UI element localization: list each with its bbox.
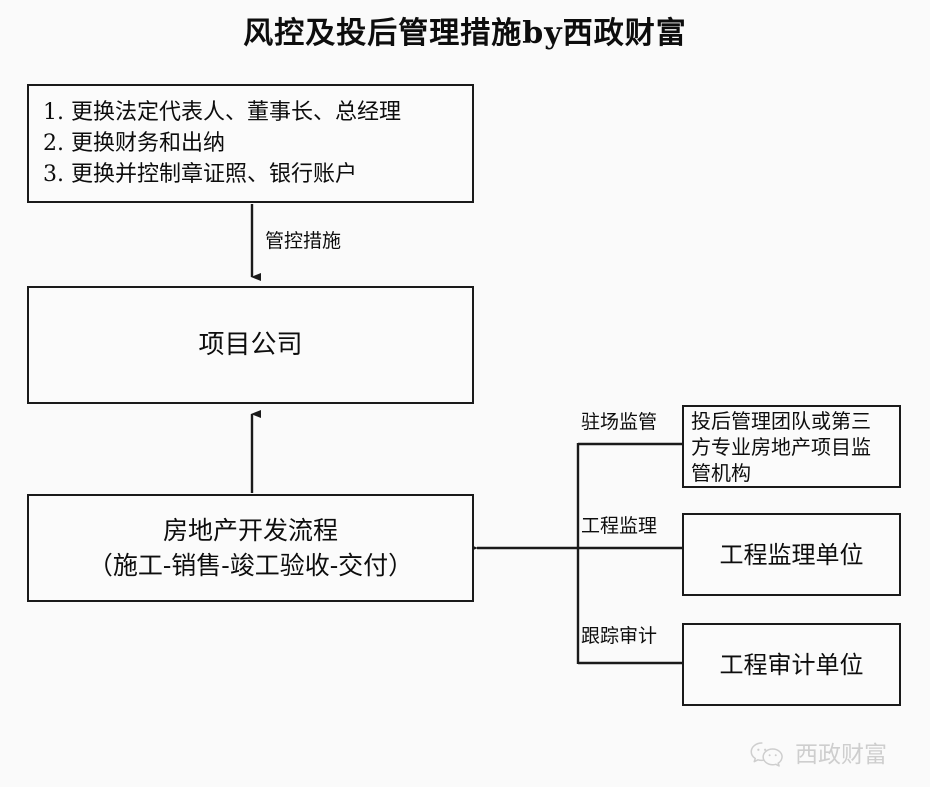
node-engineering-audit-unit[interactable]: 工程审计单位 [682, 623, 901, 706]
page-title: 风控及投后管理措施by西政财富 [243, 16, 687, 51]
edge-label-control-measures: 管控措施 [265, 230, 342, 252]
post-investment-team-line-3: 管机构 [691, 460, 751, 485]
measure-item-3: 3. 更换并控制章证照、银行账户 [43, 162, 357, 187]
engineering-audit-unit-label: 工程审计单位 [719, 650, 864, 679]
edge-label-engineering-supervision: 工程监理 [581, 515, 658, 537]
node-post-investment-team[interactable]: 投后管理团队或第三 方专业房地产项目监 管机构 [682, 405, 901, 488]
node-engineering-supervision-unit[interactable]: 工程监理单位 [682, 513, 901, 596]
node-project-company[interactable]: 项目公司 [27, 286, 474, 404]
development-flow-line-2: （施工-销售-竣工验收-交付） [87, 551, 414, 580]
development-flow-line-1: 房地产开发流程 [162, 516, 338, 545]
node-control-measures[interactable]: 1. 更换法定代表人、董事长、总经理 2. 更换财务和出纳 3. 更换并控制章证… [27, 84, 474, 203]
measure-item-1: 1. 更换法定代表人、董事长、总经理 [43, 100, 401, 125]
watermark-text: 西政财富 [795, 742, 887, 768]
project-company-label: 项目公司 [198, 330, 303, 360]
engineering-supervision-unit-label: 工程监理单位 [719, 540, 864, 569]
edge-label-tracking-audit: 跟踪审计 [581, 625, 658, 647]
edge-label-on-site-supervision: 驻场监管 [581, 411, 658, 433]
post-investment-team-line-1: 投后管理团队或第三 [691, 408, 871, 433]
node-development-flow[interactable]: 房地产开发流程 （施工-销售-竣工验收-交付） [27, 494, 474, 602]
wechat-icon [750, 742, 783, 767]
watermark: 西政财富 [748, 732, 923, 778]
post-investment-team-line-2: 方专业房地产项目监 [691, 434, 871, 459]
measure-item-2: 2. 更换财务和出纳 [43, 131, 225, 156]
